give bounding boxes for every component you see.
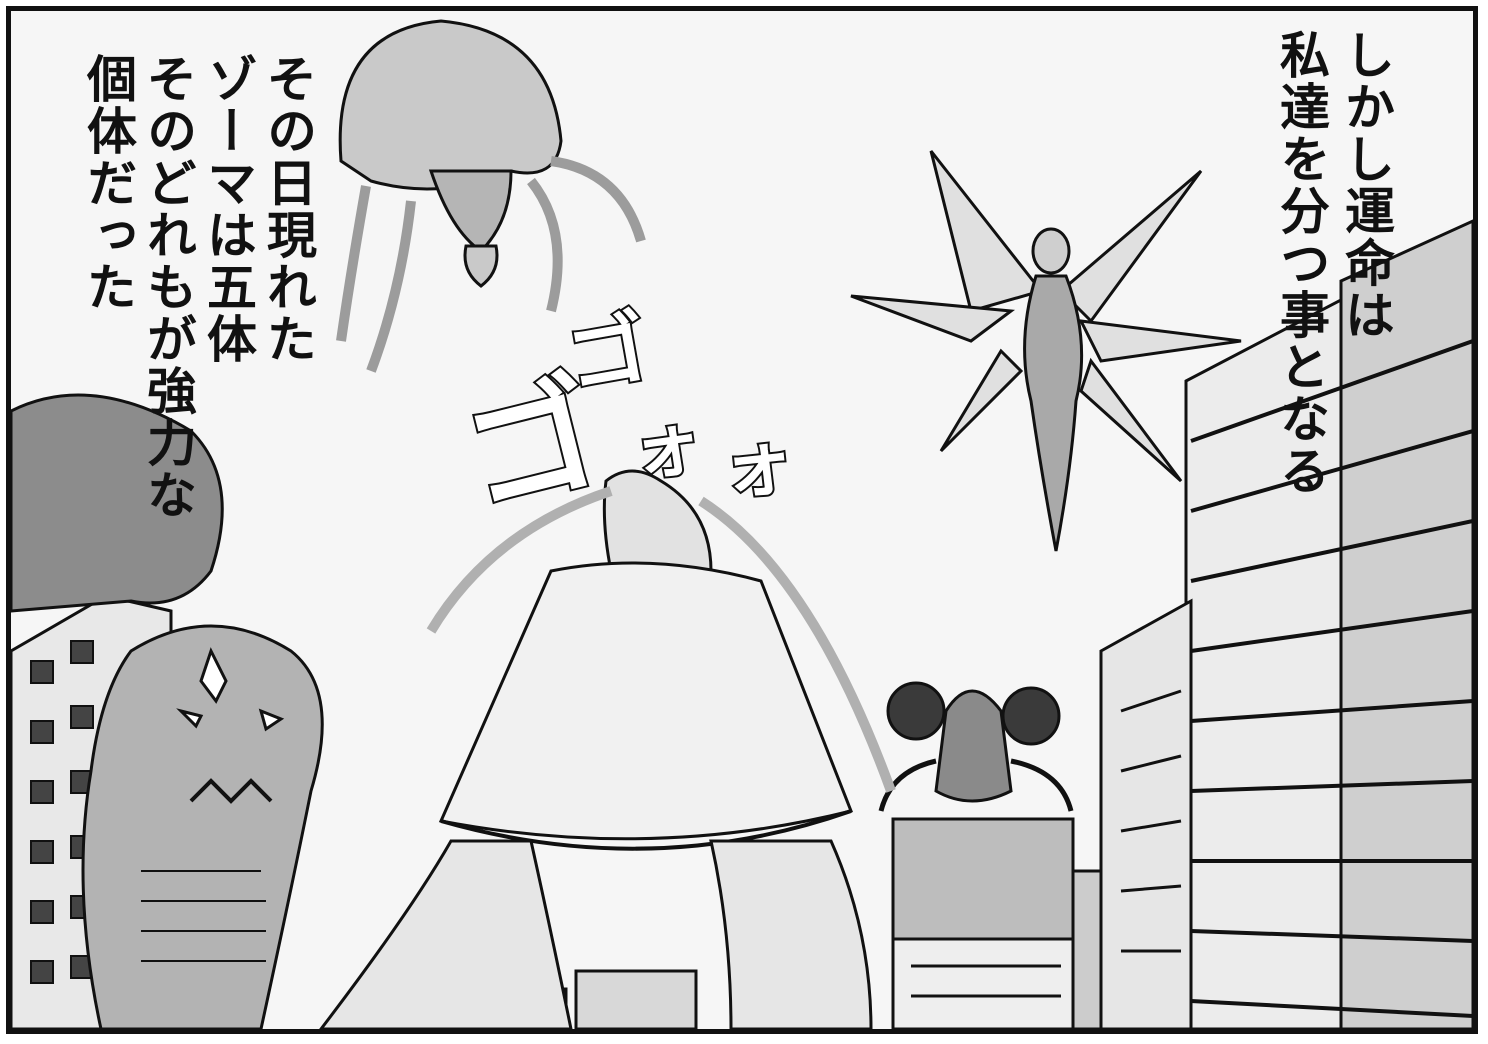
jellyfish-monster [336,19,646,373]
center-building [891,817,1103,1029]
horned-monster [11,393,324,1029]
narration-right-col-2: 私達を分つ事となる [1272,29,1330,497]
narration-left-col-2: ゾーマは五体 [199,53,257,365]
narration-left-col-3: そのどれもが強力な [139,53,197,521]
sfx-o-2: ォ [715,417,799,512]
comic-panel: しかし運命は 私達を分つ事となる その日現れた ゾーマは五体 そのどれもが強力な… [6,6,1478,1034]
mid-right-building [1099,598,1193,1029]
sfx-o-1: ォ [624,399,709,494]
crab-monster [878,681,1074,812]
narration-left-col-1: その日現れた [259,53,317,365]
narration-right-col-1: しかし運命は [1337,29,1395,341]
winged-monster [850,150,1242,552]
narration-left-col-4: 個体だった [79,53,137,313]
giant-girl [319,469,896,1029]
panel-artwork [11,11,1473,1029]
